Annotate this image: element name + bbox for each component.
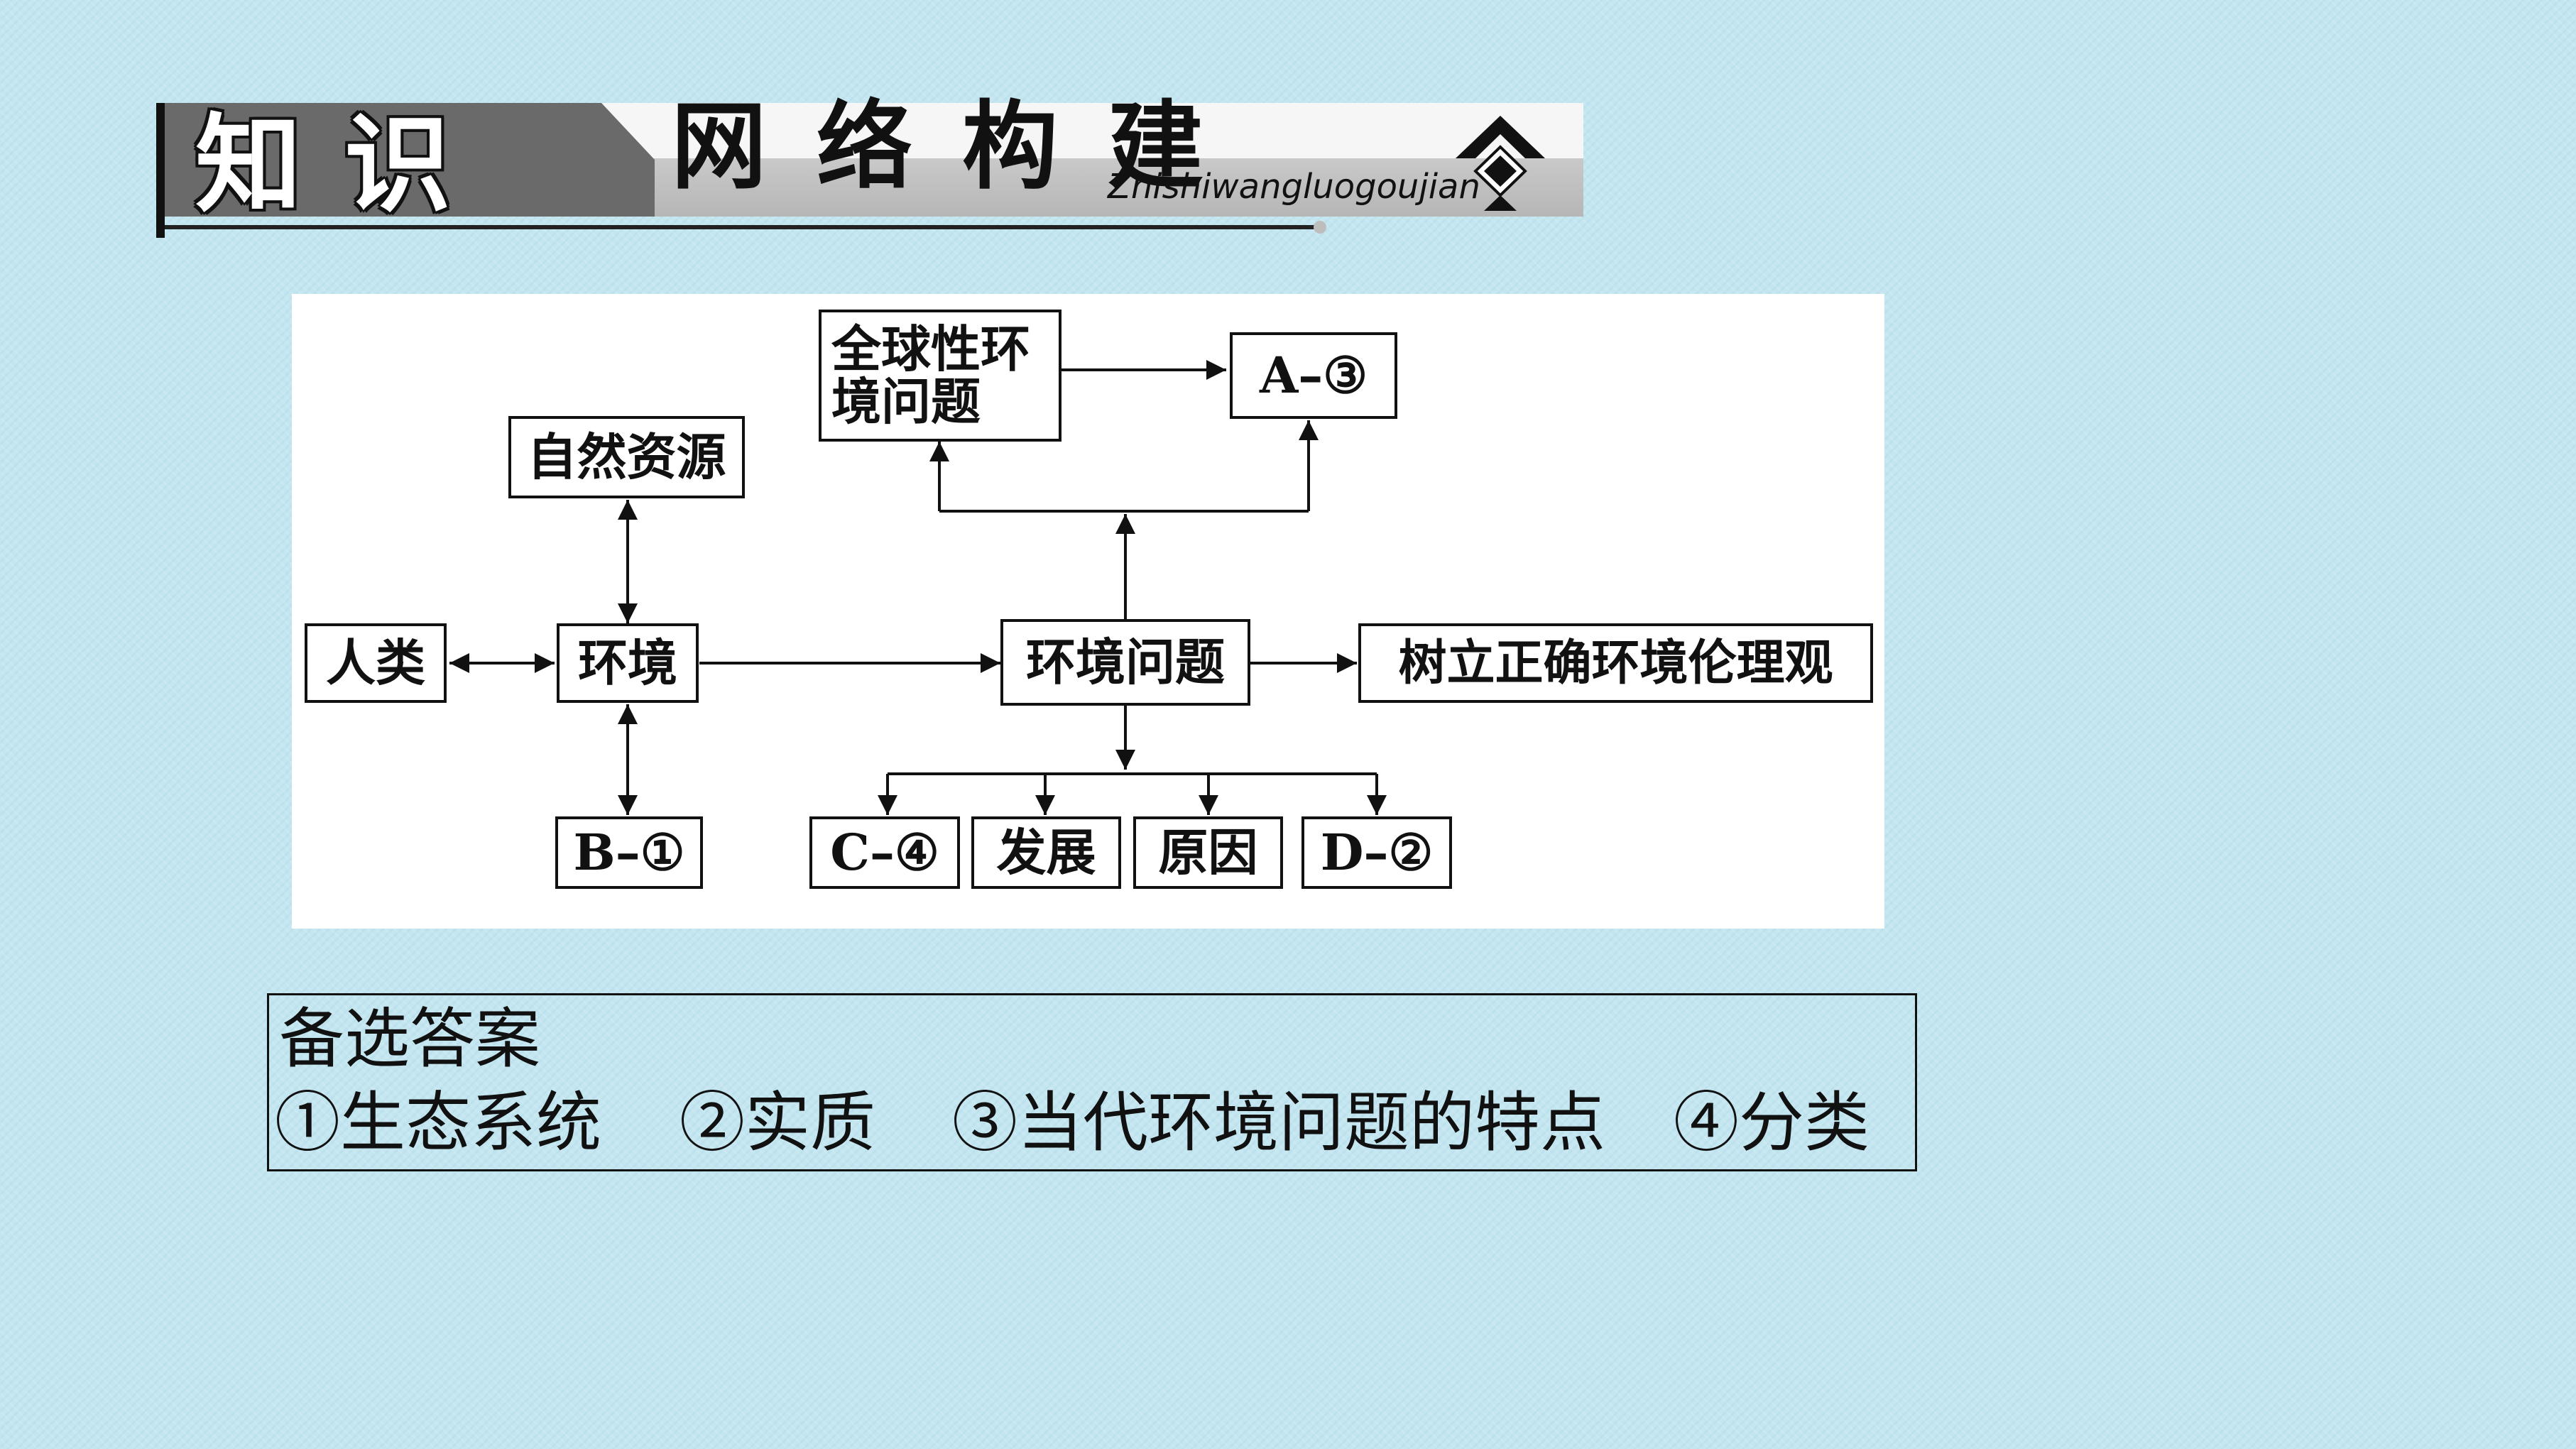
banner-underline-dot <box>1314 221 1326 234</box>
node-a3: A–③ <box>1230 332 1397 419</box>
node-quanqiu-line1: 全球性环 <box>831 319 1030 378</box>
node-d2: D–② <box>1301 816 1452 889</box>
node-ziran-ziyuan: 自然资源 <box>508 416 745 498</box>
answer-title: 备选答案 <box>279 1001 541 1077</box>
node-huanjing: 环境 <box>557 623 699 703</box>
diamond-logo-icon <box>1456 116 1545 211</box>
banner-title-part2: 网络构建 <box>671 89 1253 202</box>
connector-lines <box>449 360 1387 815</box>
banner-underline <box>165 225 1322 229</box>
node-fazhan: 发展 <box>971 816 1121 889</box>
answer-option-1: ①生态系统 <box>275 1085 602 1161</box>
answer-option-3: ③当代环境问题的特点 <box>952 1085 1606 1161</box>
section-banner: 知识 网络构建 Zhishiwangluogoujian <box>156 93 1583 241</box>
answer-options-box: 备选答案 ①生态系统 ②实质 ③当代环境问题的特点 ④分类 <box>267 993 1917 1171</box>
answer-option-2: ②实质 <box>680 1085 876 1161</box>
banner-title-part1: 知识 <box>195 102 494 227</box>
answer-option-4: ④分类 <box>1674 1085 1870 1161</box>
node-huanjing-wenti: 环境问题 <box>1000 619 1250 706</box>
banner-dark-block <box>165 103 655 217</box>
node-quanqiu: 全球性环 境问题 <box>819 310 1061 442</box>
node-yuanyin: 原因 <box>1133 816 1283 889</box>
node-quanqiu-line2: 境问题 <box>831 372 981 431</box>
node-shuli: 树立正确环境伦理观 <box>1358 623 1873 703</box>
banner-left-bar <box>156 103 165 238</box>
node-b1: B–① <box>555 816 703 889</box>
concept-map: 人类 环境 自然资源 B–① 环境问题 全球性环 境问题 A–③ 树立正确环境伦… <box>292 294 1884 929</box>
node-c4: C–④ <box>809 816 960 889</box>
banner-grey-strip <box>653 158 1583 217</box>
node-renlei: 人类 <box>305 623 447 703</box>
banner-pinyin: Zhishiwangluogoujian <box>1108 167 1480 207</box>
